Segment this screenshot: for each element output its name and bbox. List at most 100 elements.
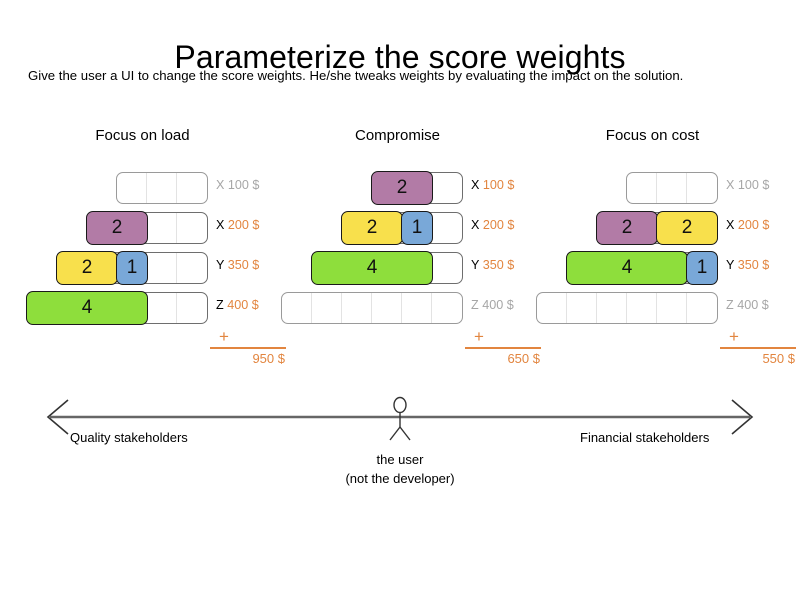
weight-slider-cell[interactable] — [342, 293, 372, 323]
weight-slider-cell[interactable] — [432, 173, 462, 203]
column-title: Compromise — [354, 127, 441, 144]
weight-slider-track[interactable] — [536, 292, 718, 324]
row-key: Z — [216, 298, 224, 312]
weight-slider-cell[interactable] — [567, 293, 597, 323]
stakeholder-axis — [0, 392, 800, 442]
weight-segment-value: 2 — [366, 217, 378, 238]
row-cost-label: X 200 $ — [471, 218, 514, 232]
page-subtitle: Give the user a UI to change the score w… — [28, 68, 684, 83]
weight-segment[interactable]: 1 — [686, 251, 718, 285]
column-total: +950 $ — [210, 327, 286, 366]
row-key: Z — [471, 298, 479, 312]
total-rule — [465, 347, 541, 349]
row-cost-label: X 200 $ — [726, 218, 769, 232]
caption-line-1: the user — [376, 452, 424, 467]
weight-segment[interactable]: 2 — [341, 211, 403, 245]
page-title: Parameterize the score weights — [174, 39, 626, 76]
row-cost-value: 200 $ — [482, 218, 515, 232]
weight-slider-cell[interactable] — [402, 293, 432, 323]
weight-slider-cell[interactable] — [627, 173, 657, 203]
row-key: X — [471, 178, 480, 192]
row-cost-label: X 200 $ — [216, 218, 259, 232]
row-key: Y — [726, 258, 735, 272]
column-title: Focus on load — [95, 127, 190, 144]
weight-segment-value: 4 — [366, 257, 378, 278]
weight-slider-track[interactable] — [281, 292, 463, 324]
weight-slider-cell[interactable] — [147, 293, 177, 323]
weight-slider-cell[interactable] — [147, 213, 177, 243]
row-cost-value: 350 $ — [227, 258, 260, 272]
weight-slider-cell[interactable] — [687, 173, 717, 203]
caption-line-2: (not the developer) — [345, 471, 455, 486]
weight-row: X 100 $ — [530, 168, 775, 208]
weight-slider-cell[interactable] — [177, 173, 207, 203]
weight-segment-value: 2 — [111, 217, 123, 238]
row-cost-value: 350 $ — [737, 258, 770, 272]
weight-segment-value: 2 — [81, 257, 93, 278]
weight-segment[interactable]: 2 — [656, 211, 718, 245]
weight-row: 2 1 Y 350 $ — [20, 248, 265, 288]
weight-segment[interactable]: 1 — [116, 251, 148, 285]
weight-slider-cell[interactable] — [312, 293, 342, 323]
total-sum-value: 950 $ — [252, 351, 285, 366]
weight-segment[interactable]: 2 — [86, 211, 148, 245]
weight-slider-cell[interactable] — [657, 293, 687, 323]
weight-slider-cell[interactable] — [147, 253, 177, 283]
weight-slider-cell[interactable] — [432, 293, 462, 323]
weight-slider-cell[interactable] — [372, 293, 402, 323]
weight-row: 2 1 X 200 $ — [275, 208, 520, 248]
weight-slider-cell[interactable] — [687, 293, 717, 323]
row-key: X — [726, 178, 735, 192]
row-key: Z — [726, 298, 734, 312]
stick-figure-icon — [389, 396, 411, 441]
weight-slider-track[interactable] — [626, 172, 718, 204]
weight-segment[interactable]: 4 — [311, 251, 433, 285]
weight-slider-cell[interactable] — [627, 293, 657, 323]
row-cost-value: 400 $ — [737, 298, 769, 312]
weight-segment[interactable]: 4 — [26, 291, 148, 325]
weight-row: 2 2 X 200 $ — [530, 208, 775, 248]
weight-slider-cell[interactable] — [282, 293, 312, 323]
axis-label-left: Quality stakeholders — [70, 430, 188, 445]
weight-slider-cell[interactable] — [597, 293, 627, 323]
weight-slider-cell[interactable] — [147, 173, 177, 203]
row-key: X — [216, 178, 225, 192]
weight-slider-cell[interactable] — [657, 173, 687, 203]
weight-row: 4 Y 350 $ — [275, 248, 520, 288]
row-cost-value: 200 $ — [227, 218, 260, 232]
weight-slider-cell[interactable] — [117, 173, 147, 203]
row-cost-label: Z 400 $ — [726, 298, 769, 312]
total-sum-value: 650 $ — [507, 351, 540, 366]
row-cost-value: 400 $ — [482, 298, 514, 312]
weight-slider-cell[interactable] — [177, 253, 207, 283]
axis-label-right: Financial stakeholders — [580, 430, 710, 445]
column-total: +550 $ — [720, 328, 796, 366]
weight-slider-cell[interactable] — [177, 293, 207, 323]
weight-slider-cell[interactable] — [432, 213, 462, 243]
weight-segment[interactable]: 2 — [56, 251, 118, 285]
weight-slider-cell[interactable] — [177, 213, 207, 243]
weight-slider-track[interactable] — [116, 172, 208, 204]
row-cost-label: Y 350 $ — [471, 258, 514, 272]
row-cost-value: 100 $ — [227, 178, 260, 192]
weight-segment[interactable]: 2 — [371, 171, 433, 205]
weight-slider-cell[interactable] — [537, 293, 567, 323]
weight-segment[interactable]: 1 — [401, 211, 433, 245]
row-cost-value: 350 $ — [482, 258, 515, 272]
weight-segment[interactable]: 4 — [566, 251, 688, 285]
weight-segment-value: 4 — [81, 297, 93, 318]
total-plus-sign: + — [219, 327, 229, 346]
row-cost-label: Y 350 $ — [216, 258, 259, 272]
weight-segment-value: 2 — [621, 217, 633, 238]
weight-slider-cell[interactable] — [432, 253, 462, 283]
stick-figure-caption: the user (not the developer) — [300, 450, 500, 488]
row-key: X — [471, 218, 480, 232]
weight-row: Z 400 $ — [530, 288, 775, 328]
weight-segment[interactable]: 2 — [596, 211, 658, 245]
